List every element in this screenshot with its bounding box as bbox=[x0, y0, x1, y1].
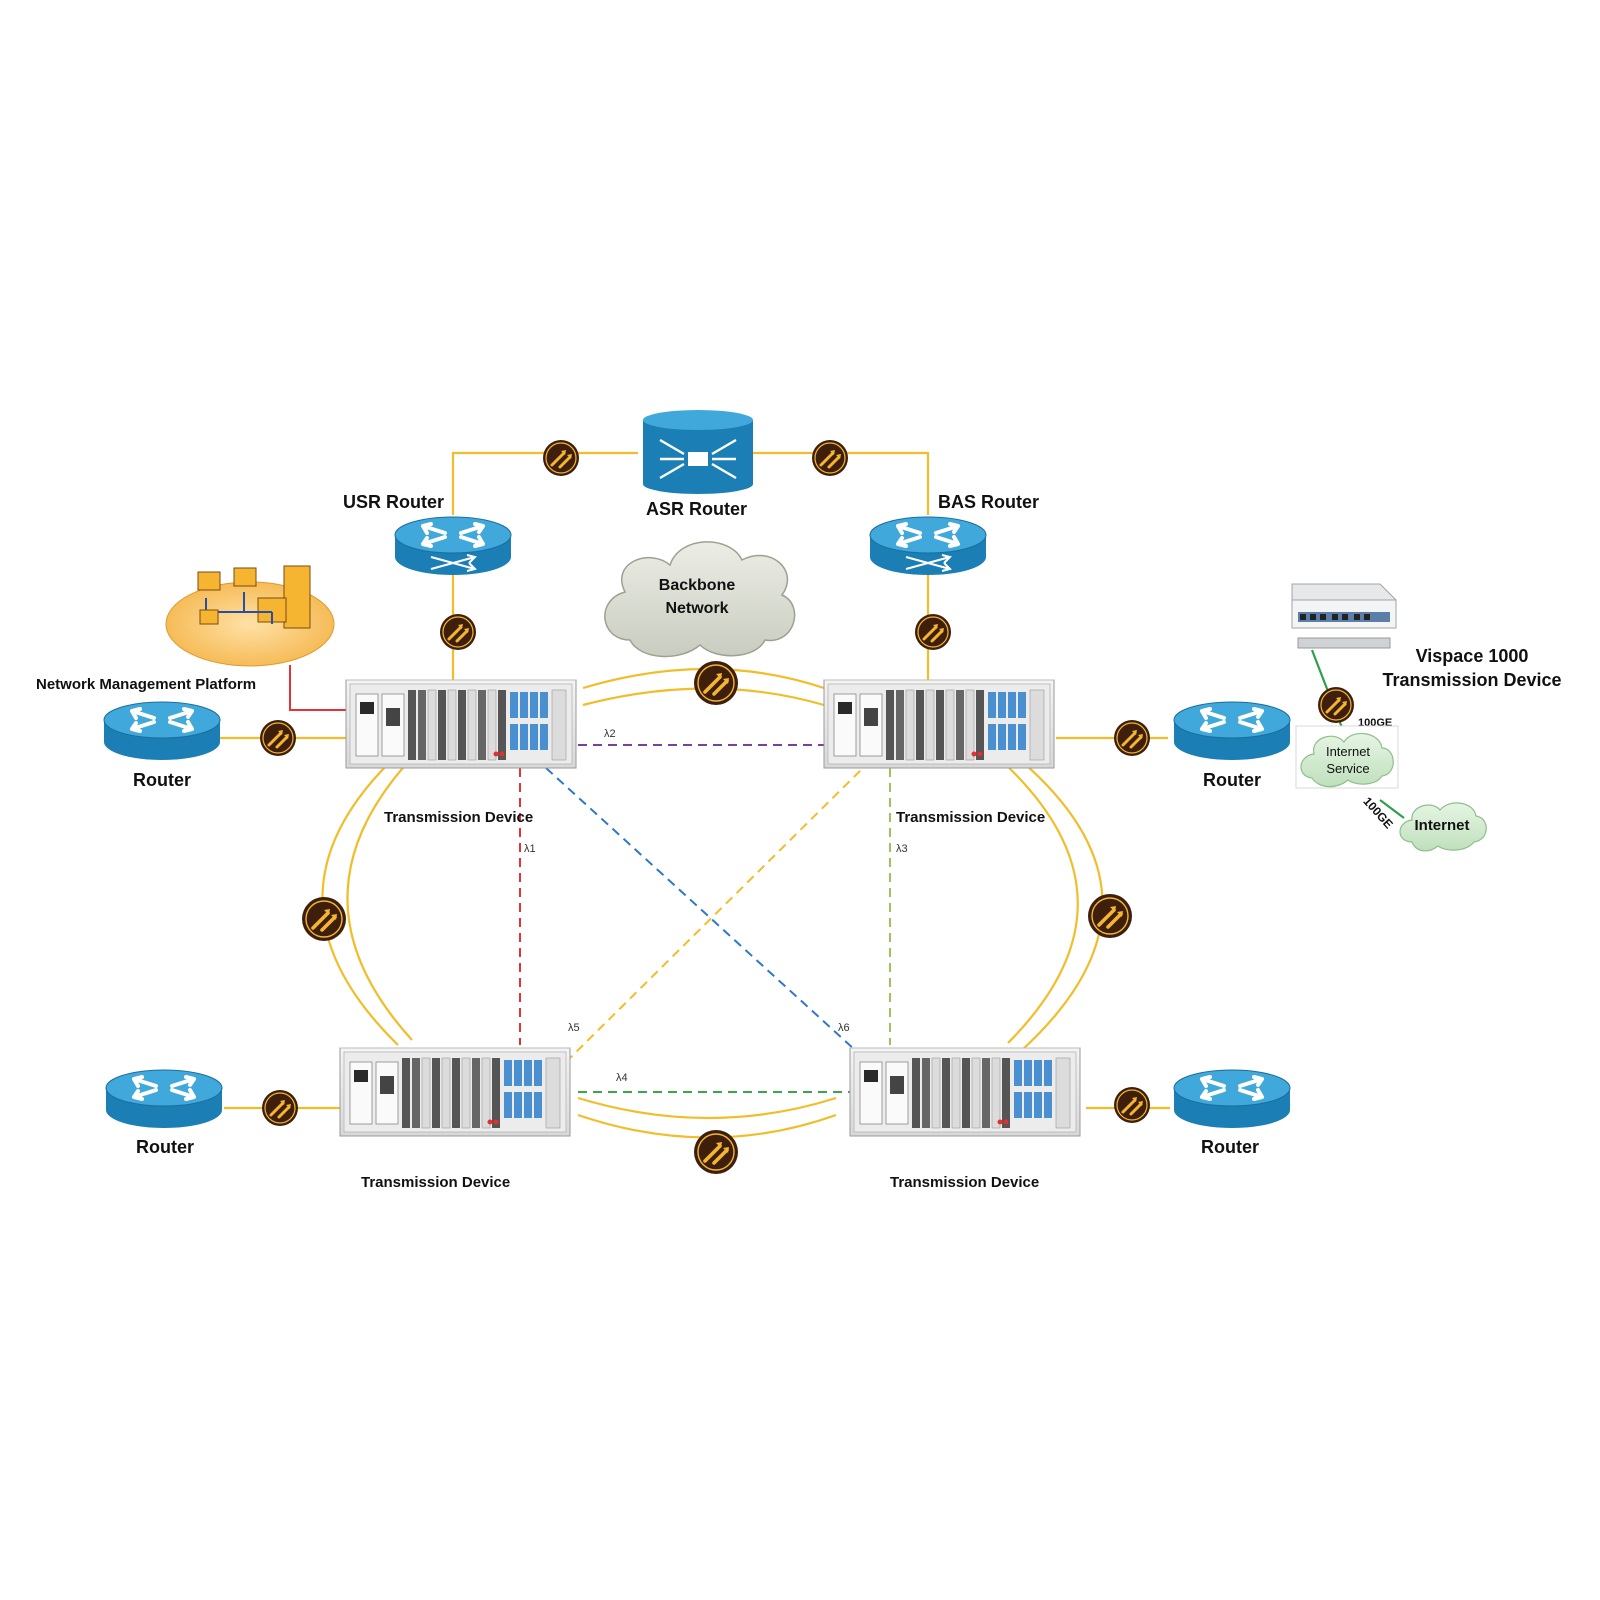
router-right-top-icon bbox=[1172, 700, 1292, 762]
transmission-device-top-right bbox=[823, 679, 1055, 769]
link-badge-ring-top bbox=[692, 659, 740, 707]
transmission-device-bottom-right bbox=[849, 1047, 1081, 1137]
router-left-bottom-label: Router bbox=[136, 1137, 194, 1157]
wavelength-l6-label: λ6 bbox=[838, 1022, 850, 1034]
link-badge-usr-asr bbox=[541, 438, 581, 478]
link-asr-bas bbox=[738, 451, 930, 515]
transmission-device-top-left-label: Transmission Device bbox=[384, 809, 533, 826]
wavelength-l5-line bbox=[565, 764, 867, 1063]
nmp-label: Network Management Platform bbox=[36, 676, 256, 693]
router-left-top-label: Router bbox=[133, 770, 191, 790]
vispace-1000-device-icon bbox=[1291, 583, 1397, 649]
link-badge-ring-bottom bbox=[692, 1128, 740, 1176]
backbone-label-line2: Network bbox=[665, 600, 728, 617]
link-badge-router-left-top bbox=[258, 718, 298, 758]
router-right-bottom-label: Router bbox=[1201, 1137, 1259, 1157]
internet-cloud: Internet bbox=[1399, 802, 1487, 852]
link-100ge-label-b: 100GE bbox=[1360, 794, 1395, 831]
usr-router-icon bbox=[395, 517, 511, 575]
internet-service-label-line2: Service bbox=[1326, 761, 1369, 776]
wavelength-l6-line bbox=[545, 767, 867, 1061]
transmission-device-bottom-left bbox=[339, 1047, 571, 1137]
router-left-bottom-icon bbox=[104, 1068, 224, 1130]
backbone-cloud: Backbone Network bbox=[604, 541, 796, 658]
link-badge-router-right-bottom bbox=[1112, 1085, 1152, 1125]
link-badge-bas-rack bbox=[913, 612, 953, 652]
transmission-device-bottom-right-label: Transmission Device bbox=[890, 1174, 1039, 1191]
wavelength-l3-label: λ3 bbox=[896, 843, 908, 855]
transmission-device-top-right-label: Transmission Device bbox=[896, 809, 1045, 826]
link-badge-vispace bbox=[1316, 685, 1356, 725]
vispace-label-line2: Transmission Device bbox=[1382, 670, 1561, 690]
link-badge-ring-left bbox=[300, 895, 348, 943]
ring-bottom-inner bbox=[577, 1096, 837, 1120]
router-right-top-label: Router bbox=[1203, 770, 1261, 790]
internet-service-label-line1: Internet bbox=[1326, 744, 1370, 759]
router-right-bottom-icon bbox=[1172, 1068, 1292, 1130]
wavelength-l1-label: λ1 bbox=[524, 843, 536, 855]
ring-right-outer bbox=[1017, 757, 1104, 1051]
network-management-icon bbox=[165, 565, 335, 667]
link-badge-router-left-bottom bbox=[260, 1088, 300, 1128]
bas-router-label: BAS Router bbox=[938, 492, 1039, 512]
router-left-top-icon bbox=[102, 700, 222, 762]
bas-router-icon bbox=[870, 517, 986, 575]
link-nmp bbox=[289, 665, 346, 711]
wavelength-l2-label: λ2 bbox=[604, 728, 616, 740]
link-badge-asr-bas bbox=[810, 438, 850, 478]
link-badge-ring-right bbox=[1086, 892, 1134, 940]
link-badge-usr-rack bbox=[438, 612, 478, 652]
asr-router-icon bbox=[643, 410, 753, 494]
internet-service-cloud: Internet Service bbox=[1295, 725, 1399, 789]
internet-label: Internet bbox=[1414, 817, 1469, 834]
asr-router-label: ASR Router bbox=[646, 499, 747, 519]
link-service-internet bbox=[1379, 799, 1405, 819]
link-badge-router-right-top bbox=[1112, 718, 1152, 758]
wavelength-l4-label: λ4 bbox=[616, 1072, 628, 1084]
transmission-device-top-left bbox=[345, 679, 577, 769]
vispace-label-line1: Vispace 1000 bbox=[1416, 646, 1529, 666]
wavelength-l5-label: λ5 bbox=[568, 1022, 580, 1034]
ring-left-inner bbox=[346, 761, 413, 1041]
backbone-label-line1: Backbone bbox=[659, 577, 736, 594]
transmission-device-bottom-left-label: Transmission Device bbox=[361, 1174, 510, 1191]
usr-router-label: USR Router bbox=[343, 492, 444, 512]
ring-right-inner bbox=[1002, 761, 1079, 1044]
